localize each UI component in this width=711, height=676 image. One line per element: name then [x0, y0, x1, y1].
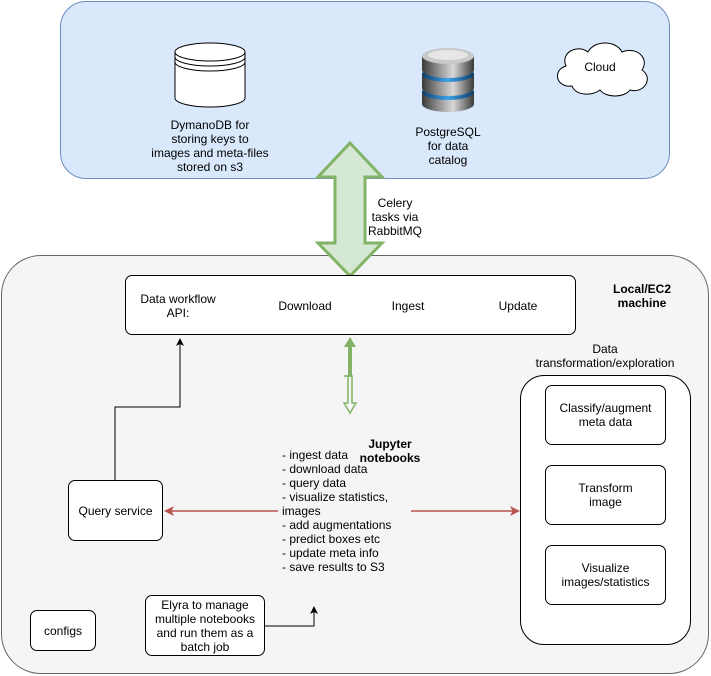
classify-augment-label: Classify/augment meta data	[559, 401, 652, 429]
query-service-label: Query service	[78, 503, 153, 518]
transform-image-label: Transform image	[578, 481, 633, 509]
api-download: Download	[278, 299, 332, 313]
notebook-task-list: - ingest data- download data- query data…	[282, 448, 422, 574]
classify-augment-box: Classify/augment meta data	[545, 385, 666, 445]
jupyter-notebooks-title: Jupyter notebooks	[359, 437, 421, 465]
query-to-api-arrow	[114, 338, 184, 480]
cloud-region	[60, 1, 670, 179]
notebook-task-item: - query data	[282, 476, 347, 490]
notebook-task-item: - predict boxes etc	[282, 532, 381, 546]
postgresql-database-icon	[422, 48, 474, 112]
configs-box: configs	[30, 610, 96, 651]
cloud-label: Cloud	[584, 60, 616, 74]
visualize-label: Visualize images/statistics	[561, 561, 650, 589]
query-service-box: Query service	[68, 480, 163, 541]
local-machine-title: Local/EC2 machine	[612, 282, 672, 310]
notebook-task-item: - add augmentations	[282, 518, 392, 532]
notebook-task-item: - update meta info	[282, 546, 379, 560]
transform-image-box: Transform image	[545, 465, 666, 525]
notebook-task-item: - ingest data	[282, 448, 349, 462]
notebook-task-item: - download data	[282, 462, 368, 476]
elyra-box: Elyra to manage multiple notebooks and r…	[145, 595, 265, 656]
celery-label: Celery tasks via RabbitMQ	[367, 196, 423, 238]
postgresql-label: PostgreSQL for data catalog	[415, 125, 481, 167]
api-ingest: Ingest	[391, 299, 425, 313]
api-update: Update	[498, 299, 538, 313]
dynamodb-label: DymanoDB for storing keys to images and …	[151, 118, 269, 174]
database-icon	[174, 42, 246, 108]
api-notebook-arrow	[342, 337, 358, 415]
elyra-to-notebooks-arrow	[265, 606, 318, 627]
transform-section-title: Data transformation/exploration	[535, 342, 675, 370]
data-workflow-api-box: Data workflow API: Download Ingest Updat…	[125, 275, 576, 335]
visualize-box: Visualize images/statistics	[545, 545, 666, 605]
cloud-icon	[557, 42, 648, 97]
notebook-task-item: - save results to S3	[282, 560, 385, 574]
api-title: Data workflow API:	[140, 292, 216, 320]
notebook-task-item: - visualize statistics, images	[282, 490, 389, 518]
configs-label: configs	[43, 623, 83, 638]
elyra-label: Elyra to manage multiple notebooks and r…	[154, 597, 256, 654]
